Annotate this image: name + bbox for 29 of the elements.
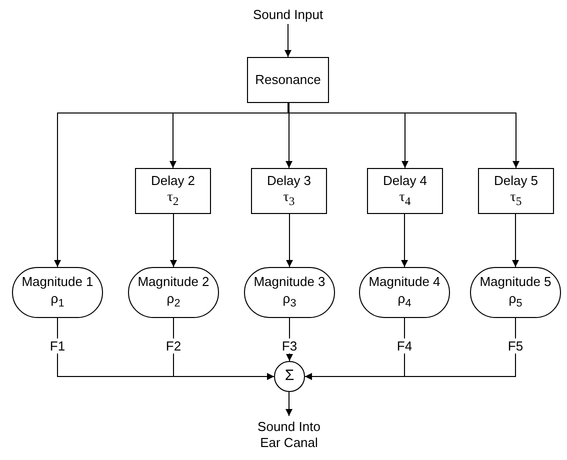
process-box: Resonance bbox=[247, 57, 329, 103]
text-label: Sound Into Ear Canal bbox=[249, 416, 329, 454]
arrow bbox=[304, 318, 516, 380]
process-box: Delay 5 τ$_{5}$ bbox=[478, 168, 554, 214]
rounded-box: Magnitude 1 ρ$_{1}$ bbox=[12, 267, 103, 318]
arrow bbox=[286, 102, 292, 168]
edge-label: F5 bbox=[506, 338, 524, 354]
arrow bbox=[512, 214, 519, 268]
arrow bbox=[401, 214, 408, 268]
edge-label: F1 bbox=[48, 338, 66, 354]
edge-label: F4 bbox=[396, 338, 414, 354]
rounded-box: Magnitude 4 ρ$_{4}$ bbox=[359, 267, 450, 318]
text-label: Sound Input bbox=[238, 6, 338, 24]
edge-label: F3 bbox=[280, 338, 298, 354]
edge-label: F2 bbox=[164, 338, 182, 354]
process-box: Delay 4 τ$_{4}$ bbox=[367, 168, 443, 214]
process-box: Delay 2 τ$_{2}$ bbox=[135, 168, 211, 214]
arrow bbox=[286, 392, 292, 416]
process-box: Delay 3 τ$_{3}$ bbox=[251, 168, 327, 214]
arrow bbox=[286, 214, 293, 268]
arrow bbox=[288, 102, 520, 168]
arrow bbox=[170, 214, 177, 268]
arrow bbox=[173, 318, 274, 380]
summing-circle: Σ bbox=[274, 361, 305, 392]
arrow bbox=[286, 318, 293, 362]
arrow bbox=[284, 24, 292, 58]
rounded-box: Magnitude 5 ρ$_{5}$ bbox=[470, 267, 561, 318]
rounded-box: Magnitude 3 ρ$_{3}$ bbox=[244, 267, 335, 318]
rounded-box: Magnitude 2 ρ$_{2}$ bbox=[128, 267, 219, 318]
